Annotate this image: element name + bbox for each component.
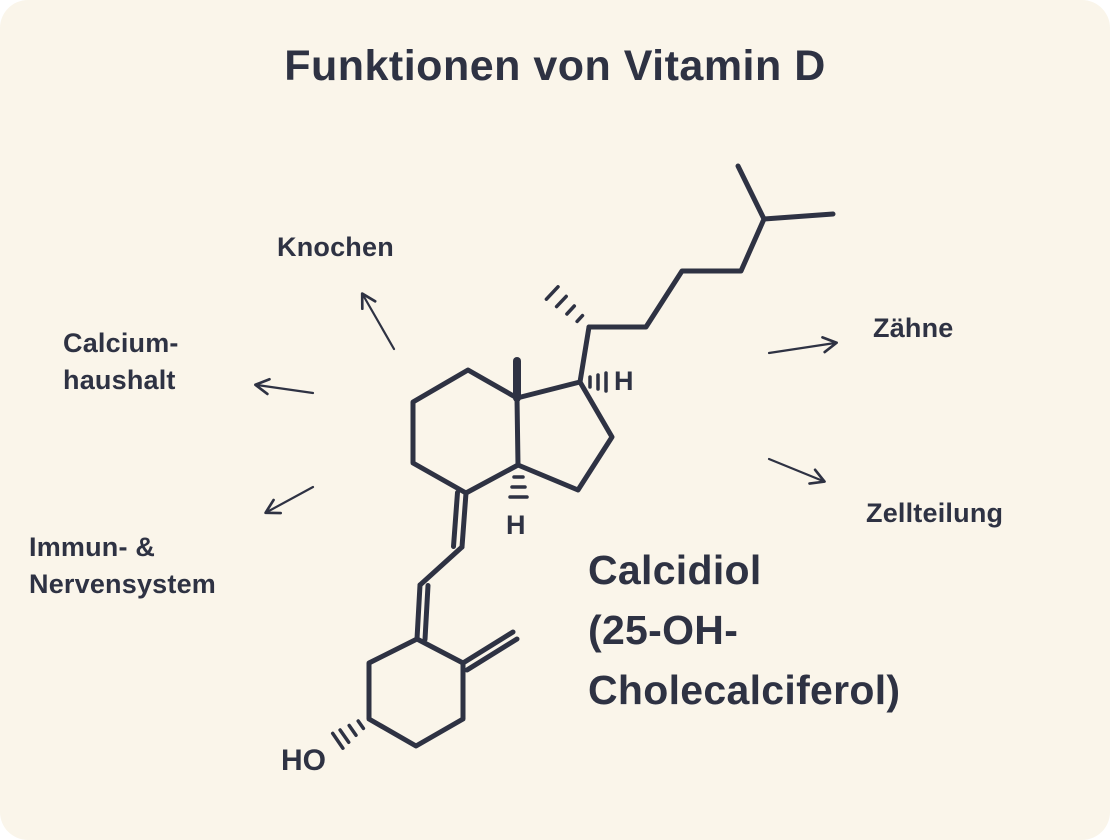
methylene-bond-inner	[464, 636, 520, 673]
compound-name: Calcidiol (25-OH- Cholecalciferol)	[588, 547, 901, 713]
double-bond-c6-c5-inner	[422, 583, 431, 642]
ring-a	[366, 636, 466, 749]
side-chain	[586, 163, 767, 330]
function-arrows	[254, 292, 838, 515]
double-bond-c8-c7	[459, 490, 469, 550]
molecule-structure	[330, 163, 836, 750]
double-bond-c8-c7-inner	[451, 490, 460, 549]
function-label-zaehne: Zähne	[873, 313, 954, 343]
ring-c	[410, 367, 521, 496]
stereo-hash-c21-methyl	[544, 285, 585, 324]
function-label-knochen: Knochen	[277, 232, 394, 262]
bond-c7-c6	[417, 544, 465, 588]
arrow-immun-nervensystem	[264, 485, 315, 515]
hydroxyl-label: HO	[281, 744, 326, 777]
ring-d	[514, 379, 615, 493]
arrow-knochen	[360, 292, 396, 351]
arrow-calciumhaushalt	[254, 377, 315, 396]
stereo-hash-c14	[508, 475, 529, 499]
function-label-zellteilung: Zellteilung	[866, 498, 1004, 528]
arrow-zaehne	[767, 336, 838, 355]
double-bond-c6-c5	[414, 582, 423, 642]
stereo-hash-c17	[588, 371, 608, 393]
bond-c17-c20	[577, 324, 592, 385]
methylene-bond	[460, 629, 516, 666]
function-label-immun-nervensystem: Immun- & Nervensystem	[29, 532, 217, 600]
stereo-h-label-c14: H	[506, 510, 526, 540]
arrow-zellteilung	[767, 457, 826, 485]
stereo-hash-hydroxyl	[330, 719, 366, 750]
function-label-calciumhaushalt: Calcium- haushalt	[63, 328, 179, 396]
isopropyl-methyl	[761, 211, 836, 222]
page-title: Funktionen von Vitamin D	[284, 42, 826, 90]
stereo-h-label-c17: H	[614, 366, 634, 396]
